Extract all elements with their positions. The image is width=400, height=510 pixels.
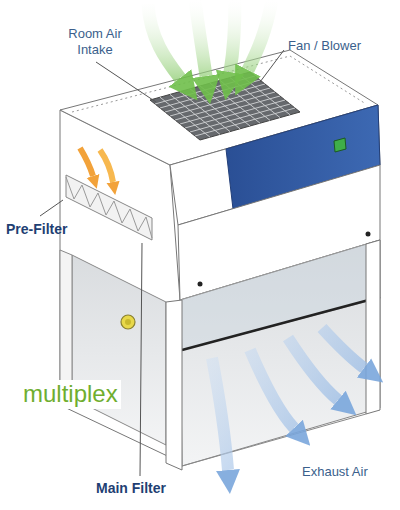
work-area (180, 240, 380, 466)
leader-line (140, 243, 142, 476)
side-panel (60, 110, 180, 462)
exhaust-arrow (250, 350, 294, 428)
grill-base (150, 72, 300, 140)
base-edge (182, 414, 366, 466)
fan-grill (150, 72, 300, 140)
glass-sash (180, 240, 380, 350)
intake-arrow (230, 0, 235, 72)
leader-line (96, 62, 156, 102)
front-leg (166, 300, 182, 470)
intake-arrow (195, 0, 206, 76)
valve-knob-center (125, 319, 131, 325)
grill-mesh (150, 72, 300, 140)
leader-line (260, 50, 284, 82)
screw (198, 282, 203, 287)
screw (366, 232, 371, 237)
airflow-arrow (100, 150, 113, 182)
part-label: Main Filter (96, 480, 166, 497)
intake-arrow (248, 0, 272, 70)
intake-arrow (148, 4, 180, 78)
part-label: Room Air Intake (58, 26, 132, 57)
power-switch (334, 138, 346, 152)
leader-line (40, 200, 63, 216)
sash-edge (182, 297, 380, 350)
valve-knob (121, 315, 135, 329)
side-opening (72, 255, 166, 445)
pre-filter (66, 175, 152, 240)
filter-pleats (66, 177, 152, 238)
part-label: Exhaust Air (302, 464, 368, 480)
exhaust-arrow (288, 338, 338, 400)
brand-logo: multiplex (20, 380, 121, 409)
part-label: Fan / Blower (288, 38, 361, 54)
exhaust-arrow (322, 328, 364, 368)
part-label: Pre-Filter (6, 221, 67, 238)
airflow-arrow (80, 148, 93, 176)
exhaust-arrow (212, 358, 228, 470)
front-leg (366, 240, 380, 414)
